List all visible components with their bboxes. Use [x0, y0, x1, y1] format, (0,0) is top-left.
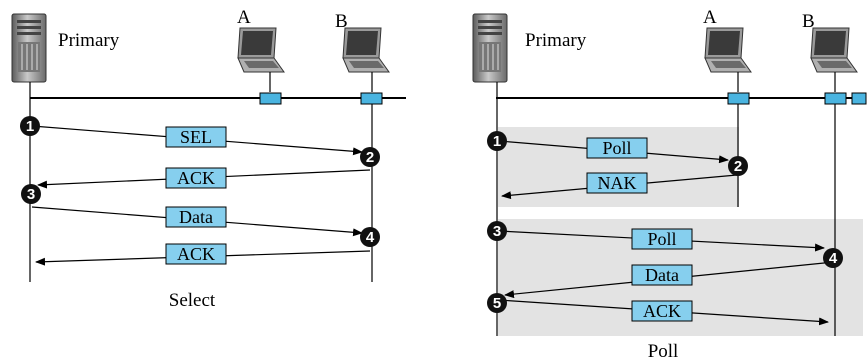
- svg-text:Poll: Poll: [602, 138, 631, 158]
- server-icon: [11, 13, 47, 83]
- svg-text:4: 4: [829, 250, 838, 267]
- svg-text:ACK: ACK: [177, 244, 215, 264]
- select-panel: Primary A B SEL ACK Data ACK: [11, 7, 406, 311]
- svg-text:NAK: NAK: [598, 173, 637, 193]
- station-a-label: A: [237, 7, 251, 28]
- svg-text:4: 4: [366, 229, 375, 246]
- svg-text:SEL: SEL: [180, 127, 212, 147]
- network-tap-icon: [259, 92, 282, 105]
- message-box: Poll: [631, 228, 693, 250]
- step-number-icon: 1: [487, 131, 507, 151]
- message-box: ACK: [165, 243, 227, 265]
- primary-label: Primary: [58, 30, 120, 51]
- svg-text:ACK: ACK: [177, 168, 215, 188]
- message-box: Data: [631, 264, 693, 286]
- step-number-icon: 5: [487, 293, 507, 313]
- laptop-icon: [704, 27, 752, 73]
- laptop-icon: [237, 27, 285, 73]
- poll-caption: Poll: [648, 341, 679, 362]
- network-tap-icon: [851, 92, 867, 105]
- network-tap-icon: [727, 92, 750, 105]
- step-number-icon: 2: [728, 156, 748, 176]
- message-box: NAK: [586, 172, 648, 194]
- svg-text:ACK: ACK: [643, 301, 681, 321]
- svg-text:1: 1: [26, 118, 34, 135]
- server-icon: [472, 13, 508, 83]
- svg-text:Poll: Poll: [647, 229, 676, 249]
- svg-text:3: 3: [493, 223, 501, 240]
- message-box: Data: [165, 206, 227, 228]
- svg-text:3: 3: [27, 186, 35, 203]
- step-number-icon: 3: [487, 221, 507, 241]
- station-b-label: B: [335, 11, 348, 32]
- primary-label: Primary: [525, 30, 587, 51]
- laptop-icon: [810, 27, 858, 73]
- step-number-icon: 3: [21, 184, 41, 204]
- step-number-icon: 1: [20, 116, 40, 136]
- step-number-icon: 4: [823, 248, 843, 268]
- network-tap-icon: [824, 92, 847, 105]
- laptop-icon: [342, 27, 390, 73]
- step-number-icon: 4: [360, 227, 380, 247]
- svg-text:5: 5: [493, 295, 501, 312]
- message-box: ACK: [631, 300, 693, 322]
- select-caption: Select: [169, 290, 216, 311]
- message-box: ACK: [165, 167, 227, 189]
- message-box: Poll: [586, 137, 648, 159]
- svg-text:Data: Data: [179, 207, 213, 227]
- svg-text:1: 1: [493, 133, 501, 150]
- poll-panel: Primary A B Poll NAK Poll: [472, 7, 867, 362]
- network-tap-icon: [360, 92, 383, 105]
- svg-text:Data: Data: [645, 265, 679, 285]
- message-box: SEL: [165, 126, 227, 148]
- station-a-label: A: [703, 7, 717, 28]
- svg-text:2: 2: [366, 149, 374, 166]
- station-b-label: B: [802, 11, 815, 32]
- step-number-icon: 2: [360, 147, 380, 167]
- svg-text:2: 2: [734, 158, 742, 175]
